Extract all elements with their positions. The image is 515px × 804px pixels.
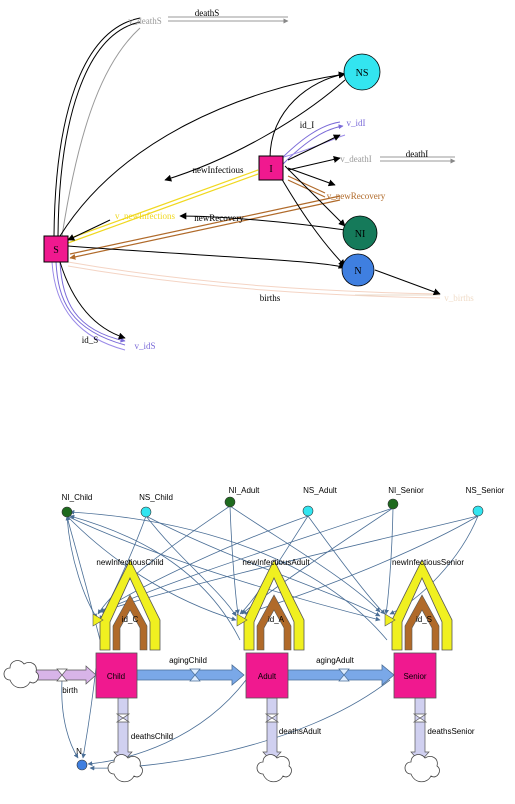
deaths-adult-flow[interactable] [262, 697, 282, 763]
stock-s[interactable]: S [43, 235, 69, 263]
aging-adult-flow[interactable] [287, 664, 395, 686]
circle-ni[interactable]: NI [342, 215, 378, 251]
valve-deathi-label: v_deathI [340, 154, 372, 164]
stock-i-label: I [269, 164, 272, 175]
circle-ns[interactable]: NS [343, 53, 381, 91]
valve-deaths-label: v_deathS [128, 16, 162, 26]
flow-deathi-label: deathI [406, 149, 429, 159]
stock-senior-label: Senior [403, 672, 426, 681]
flow-id-s [51, 261, 126, 351]
deaths-senior-flow[interactable] [410, 697, 430, 763]
circle-n[interactable]: N [341, 253, 375, 287]
top-diagram: S I NS NI N deathS deathI newInfectious … [43, 8, 474, 351]
id-s-label: id_S [416, 615, 432, 624]
flow-newrecovery-label: newRecovery [194, 213, 244, 223]
valve-newinfections-label: v_newInfections [115, 211, 175, 221]
aux-n-label: N [76, 747, 82, 756]
stock-child-label: Child [107, 672, 125, 681]
aux-ns-child-label: NS_Child [139, 493, 173, 502]
aging-adult-label: agingAdult [316, 656, 355, 665]
aux-ni-adult-label: NI_Adult [229, 486, 260, 495]
flow-deaths [168, 16, 289, 24]
flow-deaths-arc [53, 17, 141, 237]
flow-id-s-label: id_S [82, 335, 99, 345]
new-inf-child-label: newInfectiousChild [96, 558, 163, 567]
aux-ni-child[interactable]: NI_Child [62, 493, 93, 518]
birth-label: birth [62, 686, 78, 695]
deaths-child-flow[interactable] [113, 697, 133, 763]
valve-ids-label: v_idS [134, 341, 155, 351]
circle-ni-label: NI [355, 229, 366, 240]
flow-births [67, 261, 441, 299]
flow-newrecovery [69, 175, 341, 260]
aux-ns-child[interactable]: NS_Child [139, 493, 173, 518]
valve-newrecovery-label: v_newRecovery [327, 191, 386, 201]
new-inf-adult-label: newInfectiousAdult [242, 558, 310, 567]
aux-ni-senior-label: NI_Senior [388, 486, 424, 495]
stock-adult[interactable]: Adult [245, 652, 289, 699]
cloud-deaths-senior [404, 754, 440, 783]
aux-ni-senior[interactable]: NI_Senior [387, 486, 424, 510]
aux-ns-senior-label: NS_Senior [466, 486, 505, 495]
aux-ns-adult[interactable]: NS_Adult [302, 486, 338, 517]
aux-ni-child-label: NI_Child [62, 493, 93, 502]
circle-ns-label: NS [356, 68, 369, 79]
stock-s-label: S [53, 245, 59, 256]
cloud-deaths-adult [256, 754, 292, 783]
id-a-label: id_A [268, 615, 285, 624]
flow-newinfectious [67, 169, 259, 244]
stock-adult-label: Adult [258, 672, 277, 681]
bottom-diagram: Child Adult Senior NI_Child NS_Child NI_… [3, 486, 505, 783]
deaths-adult-label: deathsAdult [279, 727, 322, 736]
valve-births-label: v_births [444, 293, 474, 303]
id-c-label: id_C [122, 615, 139, 624]
aux-ns-senior[interactable]: NS_Senior [466, 486, 505, 517]
aux-n[interactable]: N [76, 747, 88, 771]
cloud-deaths-child [107, 754, 143, 783]
circle-n-label: N [354, 266, 361, 277]
stock-senior[interactable]: Senior [393, 652, 437, 699]
infection-flows [92, 559, 453, 651]
flow-deaths-label: deathS [195, 8, 220, 18]
influence-links [59, 71, 441, 340]
valve-idi-label: v_idI [347, 118, 366, 128]
flow-id-i-label: id_I [300, 120, 315, 130]
deaths-child-label: deathsChild [131, 732, 173, 741]
deaths-senior-label: deathsSenior [427, 727, 474, 736]
aging-child-label: agingChild [169, 656, 207, 665]
stock-i[interactable]: I [258, 155, 284, 181]
aux-ns-adult-label: NS_Adult [303, 486, 338, 495]
flow-deathi [380, 156, 456, 164]
stock-child[interactable]: Child [95, 652, 138, 699]
birth-flow [33, 665, 97, 685]
new-inf-senior-label: newInfectiousSenior [392, 558, 464, 567]
aging-child-flow[interactable] [136, 664, 245, 686]
cloud-birth-source [3, 660, 39, 689]
aux-ni-adult[interactable]: NI_Adult [224, 486, 260, 508]
flow-newinfectious-label: newInfectious [193, 165, 244, 175]
flow-births-label: births [260, 293, 281, 303]
